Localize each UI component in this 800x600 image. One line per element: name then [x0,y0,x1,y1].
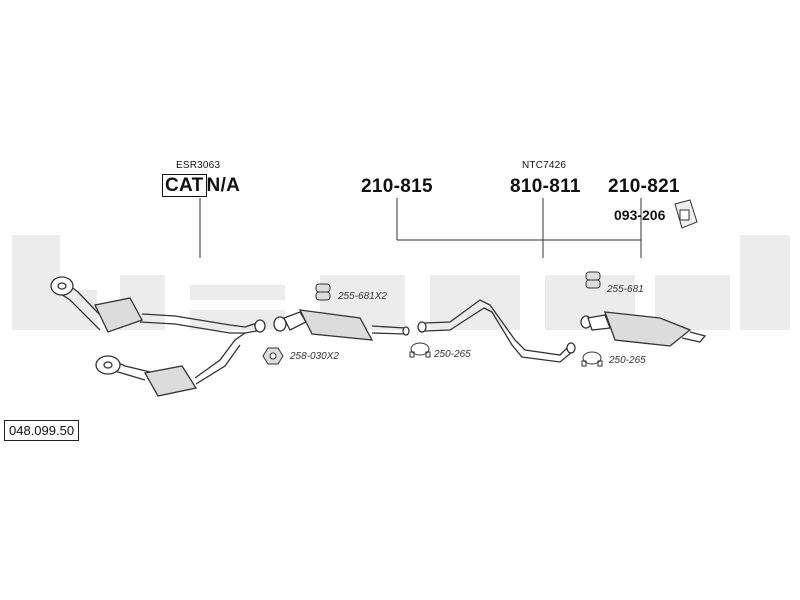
nut-label: 258-030X2 [290,351,339,362]
nut-icon [262,347,284,365]
clamp-rear-label: 250-265 [609,355,646,366]
clamp-mid-icon [409,342,431,358]
clamp-mid-label: 250-265 [434,349,471,360]
hanger-rear-icon [585,271,601,289]
part-number-810-811: 810-811 [510,176,581,197]
catalyst-code: ESR3063 [176,160,221,171]
rear-silencer [580,311,707,347]
clamp-rear-icon [581,351,603,367]
intermediate-pipe [417,299,576,363]
cat-label: CAT [162,174,207,197]
cat-value: N/A [206,175,241,196]
part-number-210-815: 210-815 [361,176,433,197]
reference-number: 048.099.50 [4,420,80,441]
mounting-bracket-icon [674,199,698,229]
part-number-093-206: 093-206 [614,207,666,223]
part-number-210-821: 210-821 [608,176,680,197]
hanger-rear-label: 255-681 [607,284,644,295]
part-code-ntc7426: NTC7426 [522,160,567,171]
hanger-front-icon [315,283,331,301]
hanger-front-label: 255-681X2 [338,291,387,302]
front-pipe-assembly [50,276,266,397]
middle-silencer [273,309,410,341]
